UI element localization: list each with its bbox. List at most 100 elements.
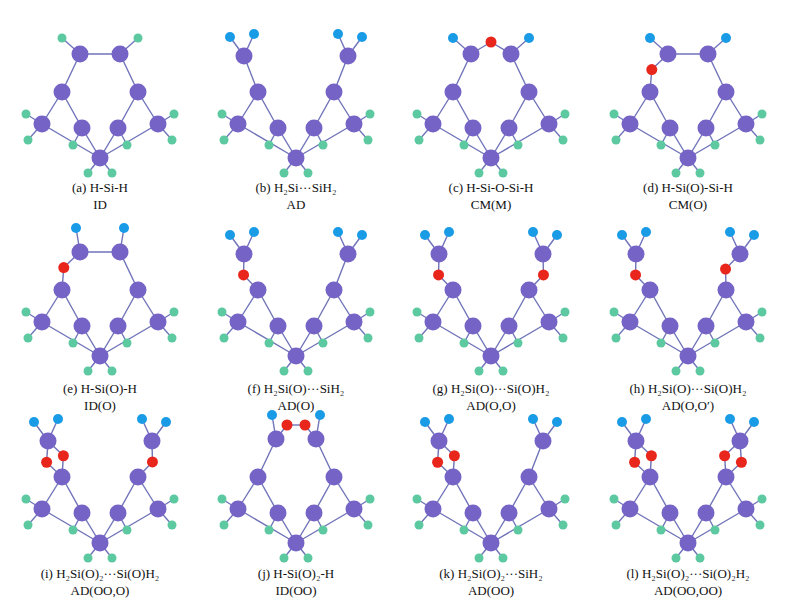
silicon-atom (270, 120, 287, 137)
hydrogen-atom (168, 136, 177, 145)
model-code: CM(M) (471, 197, 511, 212)
silicon-atom (642, 282, 659, 299)
silicon-atom (732, 433, 749, 450)
silicon-atom (541, 501, 558, 518)
structure-caption: (e) H-Si(O)-H (63, 381, 137, 396)
chemical-bond (688, 124, 746, 158)
hydrogen-atom (610, 308, 619, 317)
chemical-bond (630, 124, 688, 158)
silicon-atom (130, 282, 147, 299)
hydrogen-atom (415, 136, 424, 145)
hydrogen-atom (559, 136, 568, 145)
silicon-atom (501, 505, 518, 522)
hydrogen-atom (304, 169, 313, 178)
structure-caption: (i) H₂Si(O)₂···Si(O)H₂ (41, 566, 160, 581)
hydrogen-atom (168, 334, 177, 343)
hydrogen-atom (756, 334, 765, 343)
hydrogen-atom (758, 495, 767, 504)
hydrogen-atom (657, 339, 666, 348)
silicon-atom (326, 282, 343, 299)
hydrogen-atom (672, 169, 681, 178)
oxygen-atom (147, 456, 158, 467)
silicon-atom (150, 314, 167, 331)
hydrogen-atom (366, 495, 375, 504)
silicon-atom (738, 116, 755, 133)
silicon-atom (431, 246, 448, 263)
silicon-atom (74, 120, 91, 137)
silicon-atom (465, 505, 482, 522)
hydrogen-atom (134, 34, 143, 43)
silicon-atom (501, 318, 518, 335)
hydrogen-atom (24, 334, 33, 343)
hydrogen-atom (170, 110, 179, 119)
hydrogen-atom (475, 367, 484, 376)
structure-caption: (l) H₂Si(O)₂···Si(O)₂H₂ (626, 566, 749, 581)
hydrogen-atom (559, 334, 568, 343)
oxygen-atom (433, 269, 444, 280)
chemical-bond (238, 509, 296, 543)
hydrogen-atom (460, 141, 469, 150)
silicon-atom (521, 469, 538, 486)
hydrogen-atom (420, 417, 430, 427)
hydrogen-atom (696, 367, 705, 376)
hydrogen-atom (617, 230, 627, 240)
silicon-atom (110, 318, 127, 335)
silicon-atom (463, 46, 480, 63)
hydrogen-atom (756, 136, 765, 145)
hydrogen-atom (617, 417, 627, 427)
hydrogen-atom (315, 410, 325, 420)
silicon-atom (700, 46, 717, 63)
silicon-atom (541, 116, 558, 133)
hydrogen-atom (749, 417, 759, 427)
silicon-atom (112, 46, 129, 63)
silicon-atom (718, 469, 735, 486)
hydrogen-atom (561, 495, 570, 504)
oxygen-atom (282, 420, 293, 431)
hydrogen-atom (168, 521, 177, 530)
silicon-atom (680, 150, 697, 167)
hydrogen-atom (364, 334, 373, 343)
hydrogen-atom (84, 554, 93, 563)
silicon-atom (503, 46, 520, 63)
hydrogen-atom (366, 110, 375, 119)
silicon-atom (346, 314, 363, 331)
hydrogen-atom (69, 339, 78, 348)
silicon-atom (250, 469, 267, 486)
hydrogen-atom (108, 169, 117, 178)
silicon-atom (34, 116, 51, 133)
hydrogen-atom (108, 367, 117, 376)
hydrogen-atom (84, 367, 93, 376)
structure-caption: (b) H₂Si···SiH₂ (256, 180, 337, 195)
silicon-atom (662, 120, 679, 137)
hydrogen-atom (304, 367, 313, 376)
hydrogen-atom (561, 308, 570, 317)
hydrogen-atom (711, 141, 720, 150)
hydrogen-atom (475, 169, 484, 178)
hydrogen-atom (499, 169, 508, 178)
silicon-atom (268, 431, 285, 448)
hydrogen-atom (696, 554, 705, 563)
silicon-atom (501, 120, 518, 137)
hydrogen-atom (672, 367, 681, 376)
oxygen-atom (646, 450, 657, 461)
silicon-atom (236, 246, 253, 263)
hydrogen-atom (610, 495, 619, 504)
cluster-model (413, 33, 570, 178)
hydrogen-atom (514, 526, 523, 535)
silicon-atom (622, 116, 639, 133)
chemical-bond (42, 322, 100, 356)
hydrogen-atom (610, 110, 619, 119)
silicon-atom (230, 314, 247, 331)
silicon-atom (642, 469, 659, 486)
silicon-atom (680, 535, 697, 552)
hydrogen-atom (552, 417, 562, 427)
chemical-bond (630, 322, 688, 356)
hydrogen-atom (58, 34, 67, 43)
silicon-atom (662, 318, 679, 335)
hydrogen-atom (749, 230, 759, 240)
silicon-atom (150, 116, 167, 133)
silicon-atom (270, 318, 287, 335)
silicon-atom (306, 318, 323, 335)
hydrogen-atom (119, 223, 129, 233)
